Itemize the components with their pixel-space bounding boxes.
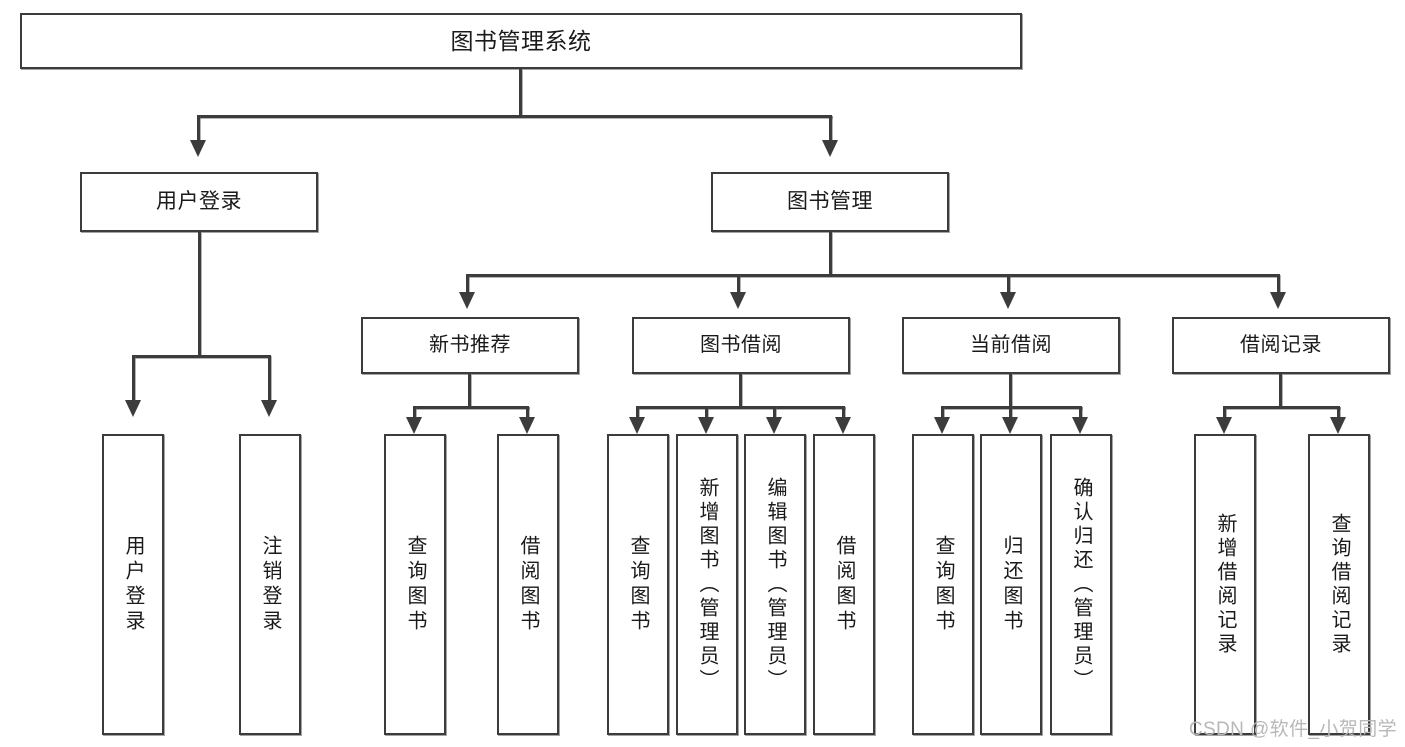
arrowhead-borrow-record-child-1 bbox=[1216, 417, 1232, 434]
arrowhead-user-login-child-2 bbox=[261, 400, 277, 417]
arrowhead-user-login-child-1 bbox=[125, 400, 141, 417]
connector-borrow-record-child-2 bbox=[1337, 406, 1340, 420]
connector-book-mgmt-stem bbox=[829, 232, 832, 276]
connector-book-mgmt-bus bbox=[467, 274, 1278, 277]
connector-book-mgmt-child-3 bbox=[1007, 274, 1010, 295]
connector-new-book-child-2 bbox=[526, 406, 529, 420]
node-label: 图书管理 bbox=[787, 189, 873, 213]
connector-root-to-user-login bbox=[197, 115, 200, 143]
node-label: 借阅图书 bbox=[517, 534, 539, 635]
leaf-edit-book-admin[interactable]: 编辑图书（管理员） bbox=[744, 434, 806, 735]
connector-user-login-stem bbox=[198, 232, 201, 357]
leaf-add-borrow-record[interactable]: 新增借阅记录 bbox=[1194, 434, 1256, 735]
arrowhead-new-book-child-1 bbox=[406, 417, 422, 434]
connector-borrow-record-bus bbox=[1224, 406, 1340, 409]
node-label: 借阅记录 bbox=[1240, 334, 1322, 356]
connector-book-mgmt-child-1 bbox=[466, 274, 469, 295]
arrowhead-current-borrow-child-3 bbox=[1072, 417, 1088, 434]
connector-book-borrow-bus bbox=[637, 406, 845, 409]
connector-new-book-stem bbox=[468, 374, 471, 408]
connector-book-borrow-child-1 bbox=[636, 406, 639, 420]
arrowhead-borrow-record-child-2 bbox=[1330, 417, 1346, 434]
arrowhead-to-book-mgmt bbox=[822, 140, 838, 157]
csdn-watermark: CSDN @软件_小贺同学 bbox=[1188, 719, 1397, 740]
leaf-query-book-current[interactable]: 查询图书 bbox=[912, 434, 974, 735]
connector-root-bus bbox=[198, 115, 832, 118]
node-new-book-recommend[interactable]: 新书推荐 bbox=[361, 317, 579, 374]
leaf-add-book-admin[interactable]: 新增图书（管理员） bbox=[676, 434, 738, 735]
connector-current-borrow-bus bbox=[942, 406, 1082, 409]
leaf-borrow-book[interactable]: 借阅图书 bbox=[813, 434, 875, 735]
node-borrow-record[interactable]: 借阅记录 bbox=[1172, 317, 1390, 374]
arrowhead-book-mgmt-child-2 bbox=[730, 292, 746, 309]
node-label: 图书借阅 bbox=[700, 334, 782, 356]
connector-root-stem bbox=[519, 69, 522, 116]
connector-user-login-bus bbox=[133, 355, 270, 358]
node-label: 查询图书 bbox=[932, 534, 954, 635]
node-label: 查询图书 bbox=[404, 534, 426, 635]
arrowhead-to-user-login bbox=[190, 140, 206, 157]
leaf-query-book-recommend[interactable]: 查询图书 bbox=[384, 434, 446, 735]
connector-user-login-child-1 bbox=[132, 355, 135, 403]
connector-borrow-record-child-1 bbox=[1223, 406, 1226, 420]
arrowhead-new-book-child-2 bbox=[519, 417, 535, 434]
connector-book-borrow-child-2 bbox=[705, 406, 708, 420]
leaf-logout[interactable]: 注销登录 bbox=[239, 434, 301, 735]
node-label: 注销登录 bbox=[259, 534, 281, 635]
connector-root-to-book-mgmt bbox=[829, 115, 832, 143]
arrowhead-current-borrow-child-2 bbox=[1002, 417, 1018, 434]
node-label: 新增借阅记录 bbox=[1214, 512, 1236, 657]
node-book-management[interactable]: 图书管理 bbox=[711, 172, 949, 232]
leaf-query-borrow-record[interactable]: 查询借阅记录 bbox=[1308, 434, 1370, 735]
connector-book-borrow-stem bbox=[739, 374, 742, 408]
connector-book-borrow-child-3 bbox=[773, 406, 776, 420]
connector-user-login-child-2 bbox=[268, 355, 271, 403]
connector-new-book-child-1 bbox=[413, 406, 416, 420]
node-label: 查询图书 bbox=[627, 534, 649, 635]
arrowhead-book-borrow-child-1 bbox=[629, 417, 645, 434]
arrowhead-book-mgmt-child-4 bbox=[1270, 292, 1286, 309]
node-label: 新书推荐 bbox=[429, 334, 511, 356]
node-label: 新增图书（管理员） bbox=[696, 476, 718, 693]
arrowhead-current-borrow-child-1 bbox=[934, 417, 950, 434]
node-label: 编辑图书（管理员） bbox=[764, 476, 786, 693]
arrowhead-book-borrow-child-3 bbox=[766, 417, 782, 434]
node-user-login[interactable]: 用户登录 bbox=[80, 172, 318, 232]
arrowhead-book-mgmt-child-1 bbox=[459, 292, 475, 309]
arrowhead-book-mgmt-child-3 bbox=[1000, 292, 1016, 309]
connector-book-borrow-child-4 bbox=[842, 406, 845, 420]
leaf-query-book-borrow[interactable]: 查询图书 bbox=[607, 434, 669, 735]
connector-current-borrow-child-1 bbox=[941, 406, 944, 420]
node-current-borrow[interactable]: 当前借阅 bbox=[902, 317, 1120, 374]
node-label: 归还图书 bbox=[1000, 534, 1022, 635]
leaf-borrow-book-recommend[interactable]: 借阅图书 bbox=[497, 434, 559, 735]
connector-current-borrow-child-2 bbox=[1009, 406, 1012, 420]
node-label: 用户登录 bbox=[122, 534, 144, 635]
node-label: 当前借阅 bbox=[970, 334, 1052, 356]
leaf-user-login[interactable]: 用户登录 bbox=[102, 434, 164, 735]
connector-current-borrow-stem bbox=[1009, 374, 1012, 408]
node-label: 确认归还（管理员） bbox=[1070, 476, 1092, 693]
leaf-return-book[interactable]: 归还图书 bbox=[980, 434, 1042, 735]
node-label: 借阅图书 bbox=[833, 534, 855, 635]
connector-new-book-bus bbox=[414, 406, 529, 409]
node-label: 图书管理系统 bbox=[450, 27, 592, 54]
leaf-confirm-return-admin[interactable]: 确认归还（管理员） bbox=[1050, 434, 1112, 735]
connector-borrow-record-stem bbox=[1279, 374, 1282, 408]
connector-book-mgmt-child-2 bbox=[737, 274, 740, 295]
arrowhead-book-borrow-child-2 bbox=[698, 417, 714, 434]
arrowhead-book-borrow-child-4 bbox=[835, 417, 851, 434]
node-label: 查询借阅记录 bbox=[1328, 512, 1350, 657]
connector-book-mgmt-child-4 bbox=[1277, 274, 1280, 295]
node-label: 用户登录 bbox=[156, 189, 242, 213]
connector-current-borrow-child-3 bbox=[1079, 406, 1082, 420]
node-book-borrow[interactable]: 图书借阅 bbox=[632, 317, 850, 374]
node-root-system[interactable]: 图书管理系统 bbox=[20, 13, 1022, 69]
